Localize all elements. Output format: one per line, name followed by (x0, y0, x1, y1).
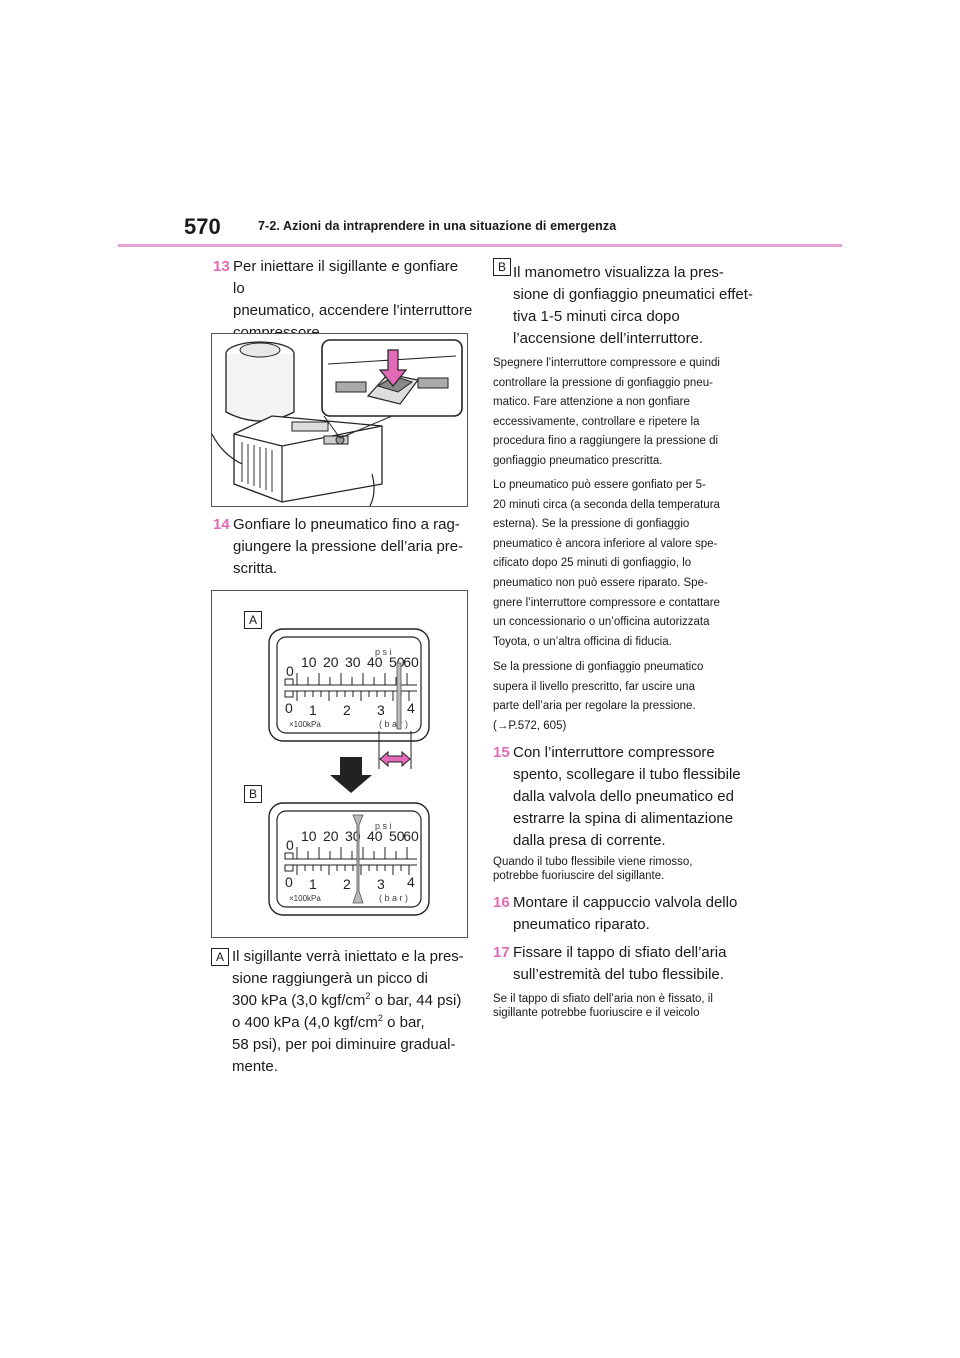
step-14: 14 Gonfiare lo pneumatico fino a rag- gi… (213, 514, 473, 580)
step-number: 16 (493, 894, 510, 911)
compressor-switch-illustration (211, 333, 468, 507)
svg-text:20: 20 (323, 828, 339, 844)
page-reference-link[interactable]: (→P.572, 605) (493, 719, 567, 732)
svg-text:0: 0 (286, 837, 294, 853)
paragraph-overpressure: Se la pressione di gonfiaggio pneumatico… (493, 658, 753, 736)
note-b-line: sione di gonfiaggio pneumatici effet- (513, 286, 753, 303)
gauge-b-indicator (352, 814, 364, 904)
step-text-line: scritta. (233, 560, 278, 577)
step-number: 17 (493, 944, 510, 961)
paragraph-switch-off: Spegnere l’interruttore compressore e qu… (493, 357, 720, 467)
svg-text:4: 4 (407, 874, 415, 890)
note-b-line: Il manometro visualizza la pres- (513, 264, 724, 281)
note-a-line: mente. (232, 1058, 278, 1075)
note-b-line: l’accensione dell’interruttore. (513, 330, 704, 347)
note-a-line: 58 psi), per poi diminuire gradual- (232, 1036, 456, 1053)
note-b-line: tiva 1-5 minuti circa dopo (513, 308, 680, 325)
bar-tick-labels: 0 1 2 3 4 (285, 700, 415, 718)
svg-text:1: 1 (309, 876, 317, 892)
step-text-line: Gonfiare lo pneumatico fino a rag- (233, 516, 460, 533)
step-number: 14 (213, 516, 230, 533)
svg-text:10: 10 (301, 654, 317, 670)
note-a-tag: A (211, 948, 229, 966)
note-a-line: Il sigillante verrà iniettato e la pres- (232, 948, 464, 965)
svg-text:60: 60 (403, 828, 419, 844)
note-a-line: 300 kPa (3,0 kgf/cm2 o bar, 44 psi) (232, 991, 462, 1010)
step-text-line: Per iniettare il sigillante e gonfiare l… (233, 258, 459, 297)
figure-label-a: A (244, 611, 262, 629)
svg-text:0: 0 (285, 874, 293, 890)
svg-text:0: 0 (286, 663, 294, 679)
svg-text:p s i: p s i (375, 821, 392, 831)
svg-text:40: 40 (367, 654, 383, 670)
pressure-range-arrow (378, 731, 412, 769)
svg-text:10: 10 (301, 828, 317, 844)
page-number: 570 (184, 214, 221, 239)
gauge-b: p s i 0 10 20 30 40 50 60 (268, 802, 430, 916)
svg-text:20: 20 (323, 654, 339, 670)
down-arrow (330, 757, 372, 793)
gauge-a: p s i 0 10 20 30 40 50 60 (268, 628, 430, 742)
step-13: 13 Per iniettare il sigillante e gonfiar… (213, 256, 473, 341)
compressor-drawing (211, 339, 463, 507)
step-text-line: giungere la pressione dell’aria pre- (233, 538, 464, 555)
step-number: 13 (213, 258, 230, 275)
figure-label-b: B (244, 785, 262, 803)
note-hose-removal: Quando il tubo flessibile viene rimosso,… (493, 856, 693, 882)
svg-text:3: 3 (377, 876, 385, 892)
note-a-line: sione raggiungerà un picco di (232, 970, 428, 987)
section-title: 7-2. Azioni da intraprendere in una situ… (258, 219, 617, 233)
pressure-gauge-illustration: A B p s i 0 10 20 30 40 50 60 (211, 590, 468, 938)
svg-text:60: 60 (403, 654, 419, 670)
gauge-a-indicator (396, 662, 402, 730)
svg-text:2: 2 (343, 876, 351, 892)
svg-text:×100kPa: ×100kPa (289, 894, 321, 903)
note-a: A Il sigillante verrà iniettato e la pre… (211, 946, 473, 1078)
paragraph-inflation-time: Lo pneumatico può essere gonfiato per 5-… (493, 479, 720, 648)
svg-text:( b a r ): ( b a r ) (379, 893, 408, 903)
note-b-tag: B (493, 258, 511, 276)
svg-text:0: 0 (285, 700, 293, 716)
note-b: B Il manometro visualizza la pres- sione… (493, 258, 768, 350)
svg-text:50: 50 (389, 828, 405, 844)
note-air-cap: Se il tappo di sfiato dell’aria non è fi… (493, 993, 713, 1019)
svg-text:3: 3 (377, 702, 385, 718)
step-number: 15 (493, 744, 510, 761)
svg-text:1: 1 (309, 702, 317, 718)
header-divider (118, 244, 842, 247)
kpa-unit-label: ×100kPa (289, 720, 321, 729)
svg-text:2: 2 (343, 702, 351, 718)
step-text-line: pneumatico, accendere l’interruttore (233, 302, 473, 319)
svg-text:30: 30 (345, 654, 361, 670)
bar-unit-label: ( b a r ) (379, 719, 408, 729)
psi-tick-labels: 0 10 20 30 40 50 60 (286, 654, 419, 679)
gauges-drawing: p s i 0 10 20 30 40 50 60 (268, 628, 430, 916)
note-a-line: o 400 kPa (4,0 kgf/cm2 o bar, (232, 1013, 425, 1032)
svg-text:4: 4 (407, 700, 415, 716)
svg-text:40: 40 (367, 828, 383, 844)
psi-unit-label: p s i (375, 647, 392, 657)
